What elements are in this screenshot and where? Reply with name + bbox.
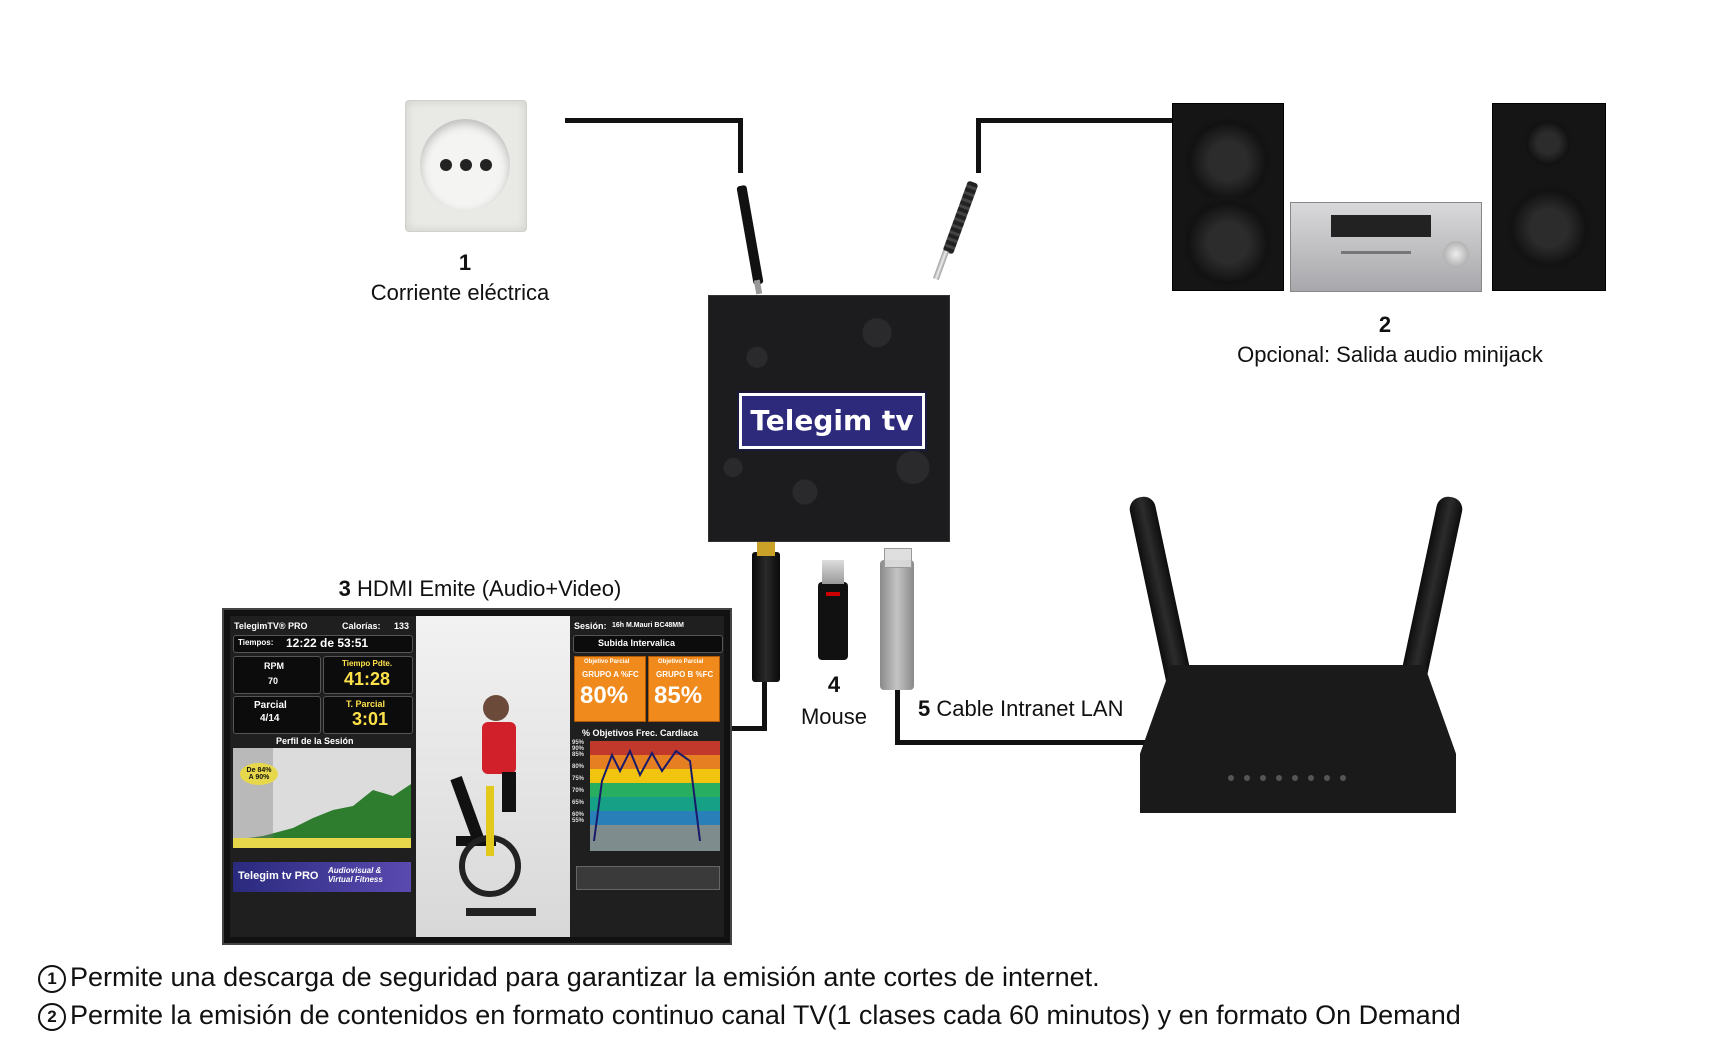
- note-1-text: Permite una descarga de seguridad para g…: [70, 962, 1100, 992]
- perfil-label: Perfil de la Sesión: [276, 736, 354, 746]
- screen-brand: TelegimTV® PRO: [234, 621, 308, 631]
- rpm-value: 70: [268, 676, 279, 686]
- obj-parcial-b: Objetivo Parcial: [658, 659, 704, 665]
- tiempos-label: Tiempos:: [238, 638, 274, 647]
- lan-wire-vertical: [895, 690, 900, 744]
- power-wire-horizontal: [565, 118, 743, 123]
- audio-wire-vertical: [976, 118, 981, 173]
- grupo-a-label: GRUPO A %FC: [582, 670, 639, 679]
- label-4-number: 4: [827, 672, 841, 697]
- cyclist-figure: [450, 695, 536, 916]
- grupo-b-label: GRUPO B %FC: [656, 670, 714, 679]
- grupo-b-value: 85%: [654, 682, 703, 709]
- t-parcial-label: T. Parcial: [346, 699, 386, 709]
- instructor-video: [416, 616, 570, 937]
- t-parcial-value: 3:01: [352, 709, 389, 729]
- screen-right-panel: Sesión: 16h M.Mauri BC48MM Subida Interv…: [570, 616, 724, 937]
- minijack-plug: [942, 180, 979, 255]
- calorias-value: 133: [394, 621, 410, 631]
- grupo-a-value: 80%: [580, 682, 629, 709]
- label-3-text: HDMI Emite (Audio+Video): [357, 576, 622, 601]
- ethernet-connector: [880, 548, 914, 690]
- sesion-label: Sesión:: [574, 621, 607, 631]
- parcial-value: 4/14: [260, 713, 280, 724]
- label-5: 5 Cable Intranet LAN: [918, 696, 1158, 722]
- rpm-label: RPM: [264, 661, 284, 671]
- subida-label: Subida Intervalica: [598, 638, 676, 648]
- note-2-marker: 2: [38, 1003, 66, 1031]
- label-2-text: Opcional: Salida audio minijack: [1237, 342, 1543, 367]
- telegim-tv-box: Telegim tv: [708, 295, 950, 542]
- perfil-badge: De 84% A 90%: [240, 763, 278, 785]
- hdmi-wire-vertical: [762, 680, 767, 730]
- minijack-plug-tip: [933, 249, 949, 281]
- tv-monitor: TelegimTV® PRO Calorías: 133 Tiempos: 12…: [222, 608, 732, 945]
- label-5-number: 5: [918, 696, 931, 721]
- right-speaker: [1492, 103, 1606, 291]
- objetivos-label: % Objetivos Frec. Cardiaca: [582, 728, 699, 738]
- footer-tagline: Audiovisual & Virtual Fitness: [328, 866, 383, 884]
- power-wire-vertical: [738, 118, 743, 173]
- hdmi-wire-horizontal: [728, 726, 767, 731]
- screen-left-panel: TelegimTV® PRO Calorías: 133 Tiempos: 12…: [230, 616, 416, 937]
- label-1-number: 1: [458, 250, 472, 275]
- label-4-text: Mouse: [800, 704, 868, 729]
- fc-levels: 95% 90% 85% 80% 75% 70% 65% 60% 55%: [572, 740, 585, 824]
- label-3: 3 HDMI Emite (Audio+Video): [290, 576, 670, 602]
- audio-wire-horizontal: [976, 118, 1172, 123]
- usb-mouse-dongle: [818, 560, 848, 660]
- wireless-router: [1140, 665, 1456, 813]
- heart-rate-zones-chart: [590, 741, 720, 851]
- power-outlet: [405, 100, 527, 232]
- obj-parcial-a: Objetivo Parcial: [584, 659, 630, 665]
- calorias-label: Calorías:: [342, 621, 381, 631]
- tiempos-value: 12:22 de 53:51: [286, 636, 369, 650]
- lan-wire-horizontal: [895, 740, 1145, 745]
- sesion-value: 16h M.Mauri BC48MM: [612, 622, 684, 629]
- monitor-screen: TelegimTV® PRO Calorías: 133 Tiempos: 12…: [230, 616, 724, 937]
- note-2-text: Permite la emisión de contenidos en form…: [70, 1000, 1461, 1030]
- note-1-marker: 1: [38, 965, 66, 993]
- footer-logo: Telegim tv PRO: [238, 870, 319, 882]
- label-3-number: 3: [338, 576, 351, 601]
- stereo-receiver: [1290, 202, 1482, 292]
- tiempo-pdte-label: Tiempo Pdte.: [342, 659, 393, 668]
- tiempo-pdte-value: 41:28: [344, 669, 391, 689]
- label-2-number: 2: [1378, 312, 1392, 337]
- left-speaker: [1172, 103, 1284, 291]
- parcial-label: Parcial: [254, 700, 287, 711]
- telegim-logo: Telegim tv: [737, 391, 927, 451]
- label-1-text: Corriente eléctrica: [370, 280, 550, 305]
- hdmi-connector: [752, 542, 780, 682]
- label-5-text: Cable Intranet LAN: [936, 696, 1124, 721]
- power-plug: [736, 184, 764, 286]
- progress-track: [576, 866, 720, 890]
